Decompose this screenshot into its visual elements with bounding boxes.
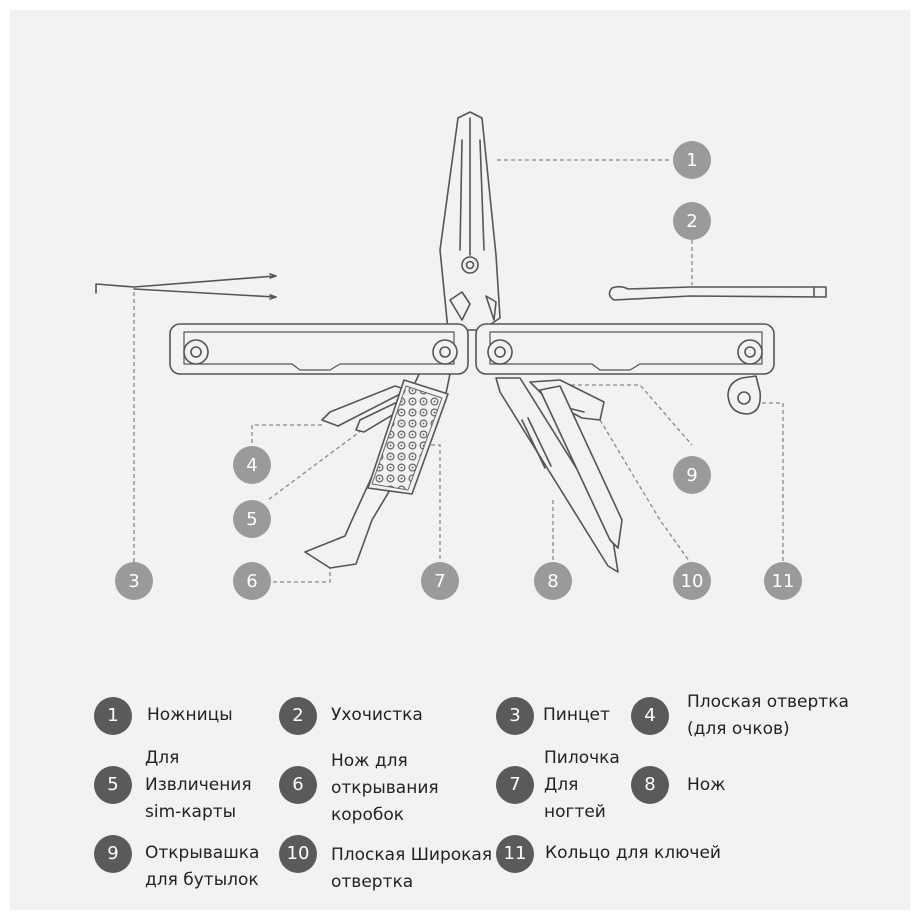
callout-6-text: 6 (246, 571, 257, 592)
legend-label-1: Ножницы (147, 705, 233, 725)
legend-label-5: Для Извличения sim-карты (145, 748, 252, 822)
legend-badge-1: 1 (94, 697, 132, 735)
nail-file-tool (367, 379, 449, 495)
legend-badge-10: 10 (279, 835, 317, 873)
legend-badge-9: 9 (94, 835, 132, 873)
wide-screwdriver-tool (539, 385, 623, 549)
callout-3: 3 (115, 562, 153, 600)
legend-label-8: Нож (687, 775, 726, 795)
callout-11: 11 (764, 562, 802, 600)
callout-11-text: 11 (772, 571, 795, 592)
legend-badge-11: 11 (496, 835, 534, 873)
tweezers-tool (95, 273, 277, 300)
legend-badge-2: 2 (279, 697, 317, 735)
knife-tool (495, 377, 619, 573)
leader-line-11 (762, 402, 784, 563)
leader-lines (133, 159, 784, 583)
legend-label-11: Кольцо для ключей (545, 843, 721, 863)
legend-label-3: Пинцет (543, 705, 610, 725)
leader-line-9 (550, 384, 693, 446)
leader-line-5 (267, 429, 363, 501)
callout-10-text: 10 (681, 571, 704, 592)
callout-9-text: 9 (686, 465, 697, 486)
legend-label-4: Плоская отвертка (для очков) (687, 692, 849, 739)
legend-label-7: Пилочка Для ногтей (544, 748, 620, 822)
legend-badge-8: 8 (631, 766, 669, 804)
callout-5: 5 (233, 500, 271, 538)
legend-badge-4: 4 (631, 697, 669, 735)
callout-7-text: 7 (434, 571, 445, 592)
legend-badge-6: 6 (279, 766, 317, 804)
legend-badge-3: 3 (496, 697, 534, 735)
callout-5-text: 5 (246, 509, 257, 530)
callout-4: 4 (233, 446, 271, 484)
callout-8-text: 8 (547, 571, 558, 592)
leader-line-10 (599, 419, 693, 566)
callout-4-text: 4 (246, 455, 257, 476)
legend-label-2: Ухочистка (331, 705, 423, 725)
right-handle (475, 323, 775, 375)
tool-drawings (95, 111, 827, 573)
callout-3-text: 3 (128, 571, 139, 592)
ear-pick-tool (608, 285, 827, 301)
legend-badge-7: 7 (496, 766, 534, 804)
callout-2: 2 (673, 202, 711, 240)
key-ring-tool (727, 375, 762, 415)
callouts: 1 2 3 4 5 6 7 8 9 10 11 (115, 141, 802, 600)
legend-label-9: Открывашка для бутылок (145, 843, 260, 890)
leader-line-4 (251, 424, 322, 447)
leader-line-6 (270, 565, 331, 583)
left-handle (169, 323, 469, 375)
callout-1-text: 1 (686, 150, 697, 171)
legend-badge-5: 5 (94, 766, 132, 804)
scissors-tool (439, 111, 501, 331)
callout-9: 9 (673, 456, 711, 494)
callout-8: 8 (534, 562, 572, 600)
callout-2-text: 2 (686, 211, 697, 232)
legend-label-6: Нож для открывания коробок (331, 751, 439, 825)
callout-1: 1 (673, 141, 711, 179)
callout-7: 7 (421, 562, 459, 600)
callout-10: 10 (673, 562, 711, 600)
callout-6: 6 (233, 562, 271, 600)
legend-label-10: Плоская Широкая отвертка (331, 845, 493, 892)
